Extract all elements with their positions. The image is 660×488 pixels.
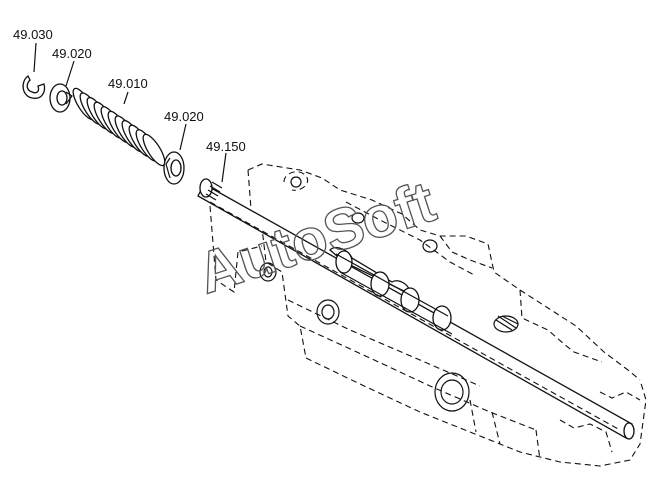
callout-49-020-outer: 49.020 (52, 46, 92, 61)
washer-49-020-inner (163, 151, 185, 185)
spring-49-010 (72, 87, 166, 167)
callout-49-020-inner: 49.020 (164, 109, 204, 124)
washer-49-020-outer (49, 83, 73, 113)
callout-49-010: 49.010 (108, 76, 148, 91)
hatched-boss (493, 315, 519, 333)
shaft-49-150 (197, 178, 635, 440)
leader-lines (33, 42, 227, 183)
callout-49-030: 49.030 (13, 27, 53, 42)
callout-49-150: 49.150 (206, 139, 246, 154)
snap-ring-49-030 (22, 75, 46, 99)
